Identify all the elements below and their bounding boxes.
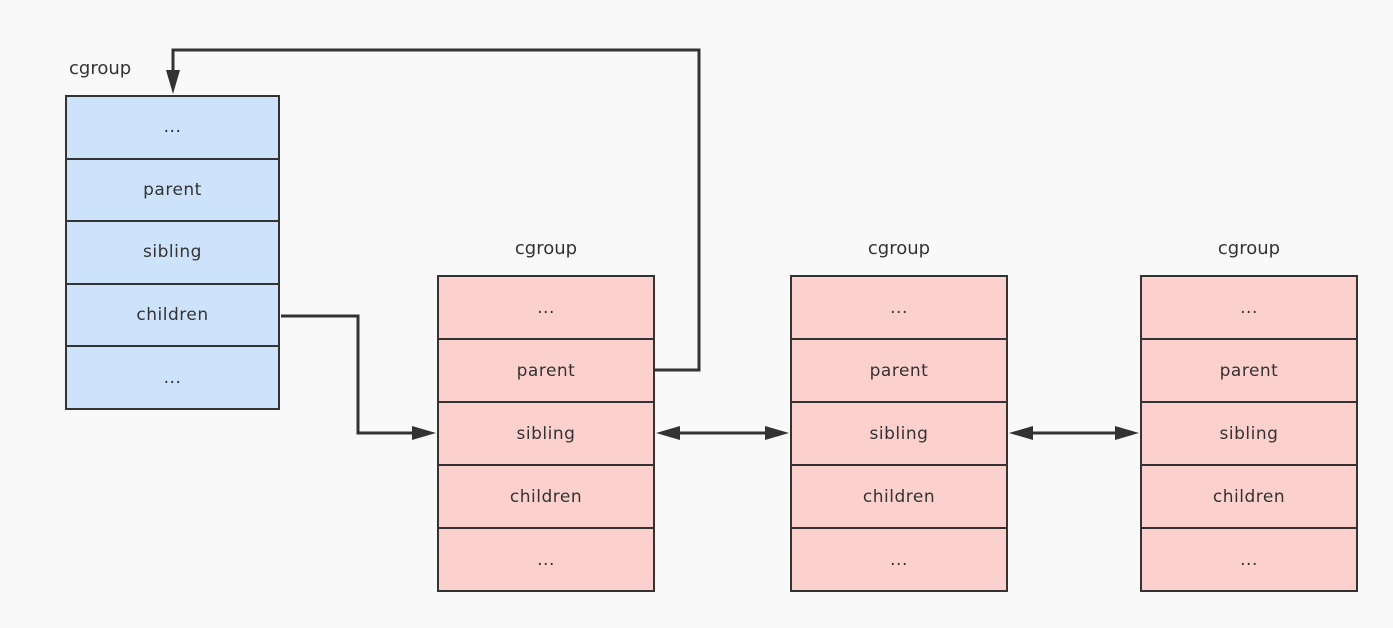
row-children: children: [439, 466, 653, 529]
arrowhead-right-icon: [1115, 426, 1139, 440]
row-ellipsis-top: ...: [439, 277, 653, 340]
node-title: cgroup: [1217, 238, 1281, 259]
cgroup-node-root: cgroup ... parent sibling children ...: [65, 58, 280, 410]
row-children: children: [1142, 466, 1356, 529]
edge-sibling-link-2: [1009, 426, 1139, 440]
row-sibling: sibling: [792, 403, 1006, 466]
row-parent: parent: [439, 340, 653, 403]
node-title: cgroup: [514, 238, 578, 259]
row-children: children: [67, 285, 278, 348]
node-title: cgroup: [867, 238, 931, 259]
row-sibling: sibling: [67, 222, 278, 285]
row-sibling: sibling: [439, 403, 653, 466]
arrowhead-left-icon: [656, 426, 680, 440]
row-parent: parent: [67, 160, 278, 223]
row-ellipsis-bottom: ...: [163, 367, 182, 388]
edge-children-to-child1: [281, 314, 436, 440]
edge-sibling-link-1: [656, 426, 789, 440]
row-ellipsis-top: ...: [792, 277, 1006, 340]
node-title: cgroup: [69, 58, 132, 79]
row-sibling: sibling: [1142, 403, 1356, 466]
row-ellipsis-bottom: ...: [890, 549, 908, 570]
row-parent: parent: [792, 340, 1006, 403]
arrowhead-right-icon: [765, 426, 789, 440]
row-ellipsis-top: ...: [67, 97, 278, 160]
arrowhead-down-icon: [166, 70, 180, 94]
arrowhead-right-icon: [412, 426, 436, 440]
row-ellipsis-top: ...: [1142, 277, 1356, 340]
row-children: children: [792, 466, 1006, 529]
row-parent: parent: [1142, 340, 1356, 403]
cgroup-node-child-1: cgroup ... parent sibling children ...: [437, 238, 655, 592]
arrowhead-left-icon: [1009, 426, 1033, 440]
cgroup-node-child-3: cgroup ... parent sibling children ...: [1140, 238, 1358, 592]
row-ellipsis-bottom: ...: [1240, 549, 1258, 570]
row-ellipsis-bottom: ...: [537, 549, 555, 570]
cgroup-node-child-2: cgroup ... parent sibling children ...: [790, 238, 1008, 592]
